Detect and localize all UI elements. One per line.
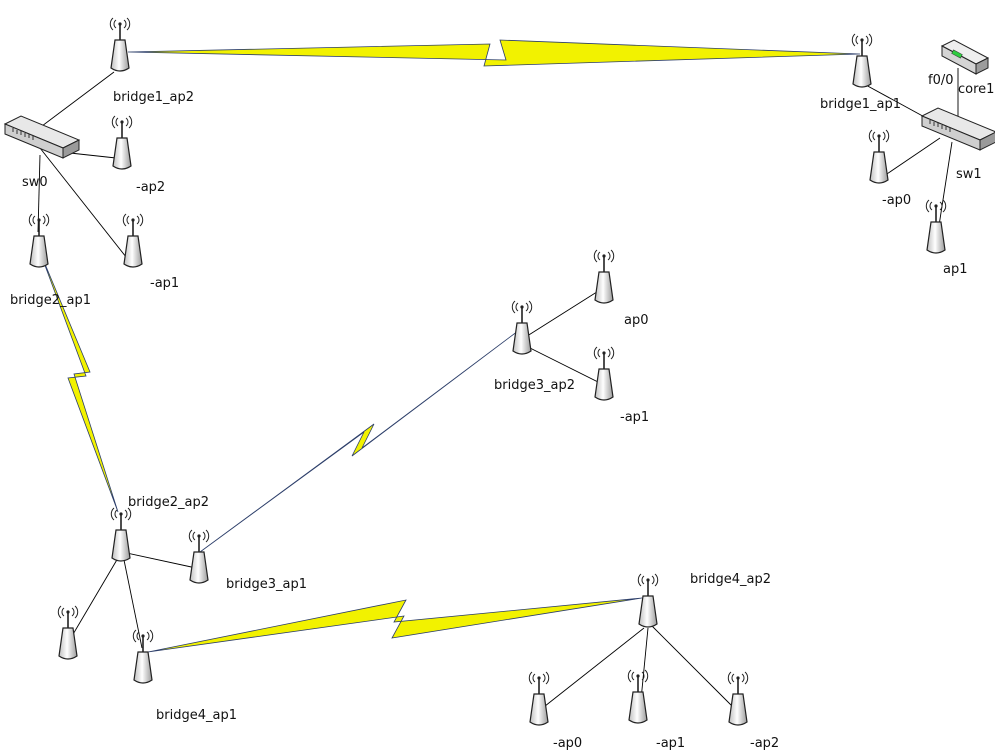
label-bottom-ap1: -ap1 [656, 736, 685, 751]
mid-ap0-icon[interactable] [593, 249, 615, 304]
label-bridge1-ap1: bridge1_ap1 [820, 97, 901, 112]
bridge1-ap1-icon[interactable] [851, 33, 873, 88]
bottom-ap0-icon[interactable] [528, 671, 550, 726]
link-bridge2ap2-bridge4ap1 [123, 559, 143, 649]
label-mid-ap0: ap0 [624, 313, 649, 328]
label-bridge2-ap2: bridge2_ap2 [128, 495, 209, 510]
bridge4-ap1-icon[interactable] [132, 629, 154, 684]
right-ap1-icon[interactable] [925, 199, 947, 254]
wireless-link-bridge1 [127, 39, 861, 67]
bridge3-ap2-icon[interactable] [511, 300, 533, 355]
link-sw1-ap1 [937, 141, 953, 233]
link-bridge3ap2-ap0 [523, 289, 601, 339]
bridge1-ap2-icon[interactable] [109, 17, 131, 72]
label-bottom-ap0: -ap0 [553, 736, 582, 751]
bottom-ap1-icon[interactable] [627, 669, 649, 724]
link-bridge3ap2-ap1 [525, 345, 603, 385]
label-bridge4-ap2: bridge4_ap2 [690, 572, 771, 587]
bridge2-ap2-icon[interactable] [110, 507, 132, 562]
link-sw0-ap1 [39, 147, 131, 263]
label-left-ap2: -ap2 [136, 180, 165, 195]
link-bridge4ap2-ap0 [539, 627, 645, 711]
label-bottom-ap2: -ap2 [750, 736, 779, 751]
core1-router-icon[interactable] [940, 39, 990, 75]
left-bottom-ap-icon[interactable] [57, 605, 79, 660]
link-bridge2ap2-bridge3ap1 [121, 551, 197, 569]
wireless-link-bridge3 [199, 327, 523, 553]
label-bridge2-ap1: bridge2_ap1 [10, 293, 91, 308]
wireless-link-bridge4 [147, 597, 643, 653]
bridge3-ap1-icon[interactable] [188, 529, 210, 584]
link-bridge4ap2-ap2 [651, 625, 737, 711]
label-mid-ap1: -ap1 [620, 410, 649, 425]
link-bridge2ap2-left [71, 557, 119, 637]
label-sw1: sw1 [956, 167, 982, 182]
bridge4-ap2-icon[interactable] [637, 573, 659, 628]
label-bridge4-ap1: bridge4_ap1 [156, 708, 237, 723]
label-right-ap1: ap1 [943, 262, 968, 277]
mid-ap1-icon[interactable] [593, 346, 615, 401]
link-bridge1ap2-sw0 [33, 71, 115, 133]
label-right-ap0: -ap0 [882, 193, 911, 208]
label-bridge3-ap1: bridge3_ap1 [226, 577, 307, 592]
label-core1-port: f0/0 [928, 73, 954, 88]
bottom-ap2-icon[interactable] [727, 671, 749, 726]
left-ap2-icon[interactable] [111, 115, 133, 170]
left-ap1-icon[interactable] [122, 213, 144, 268]
bridge2-ap1-icon[interactable] [28, 213, 50, 268]
wireless-link-bridge2 [39, 251, 119, 513]
label-sw0: sw0 [22, 175, 48, 190]
label-bridge1-ap2: bridge1_ap2 [113, 90, 194, 105]
link-sw1-ap0 [877, 137, 941, 181]
sw1-switch-icon[interactable] [921, 107, 995, 151]
label-bridge3-ap2: bridge3_ap2 [494, 378, 575, 393]
right-ap0-icon[interactable] [868, 129, 890, 184]
link-sw0-ap2 [69, 152, 117, 159]
sw0-switch-icon[interactable] [4, 115, 80, 159]
link-bridge1ap1-sw1 [863, 83, 931, 121]
label-left-ap1: -ap1 [150, 276, 179, 291]
label-core1: core1 [958, 82, 994, 97]
